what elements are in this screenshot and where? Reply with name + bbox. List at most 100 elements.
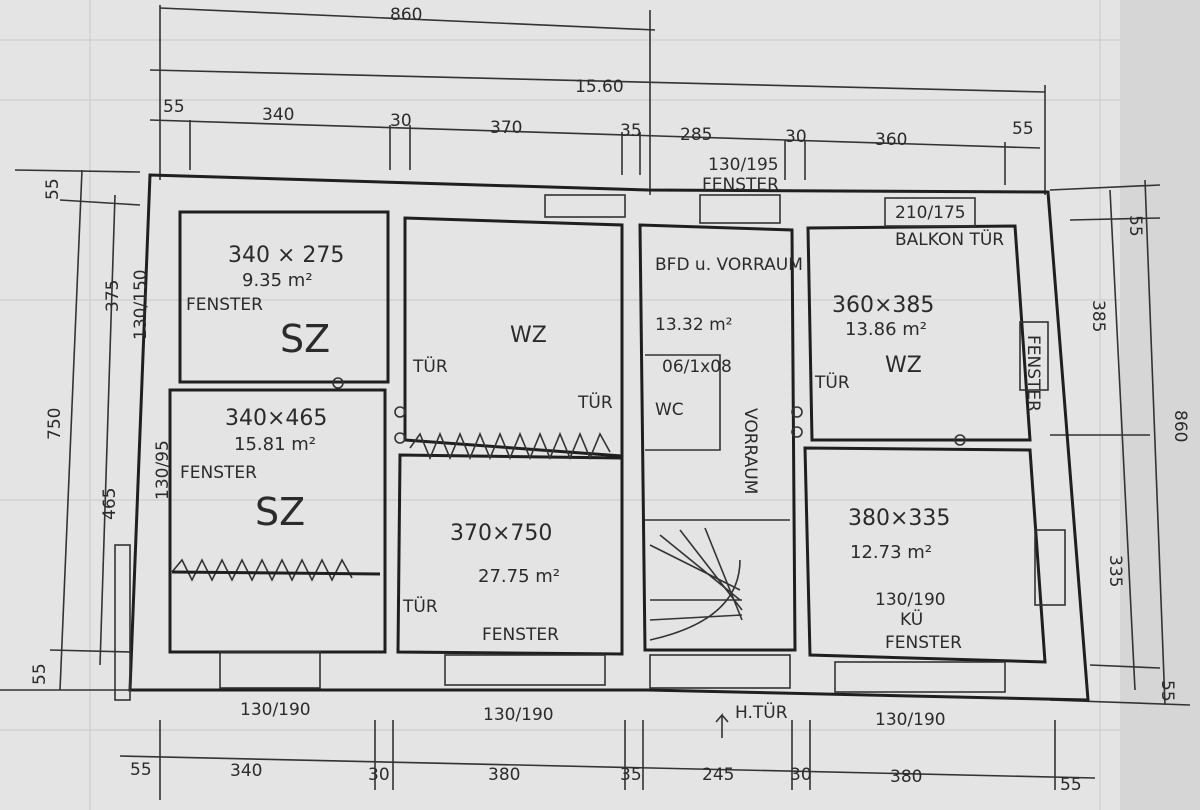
room-wz-right-door: BALKON TÜR xyxy=(895,228,1004,250)
wc-partition xyxy=(645,354,721,451)
main-door-frame xyxy=(649,654,791,689)
room-wz-right-size: 360×385 xyxy=(832,293,934,318)
room-wz-lower-walls xyxy=(396,453,624,656)
label-main-door: H.TÜR xyxy=(735,701,788,723)
room-wz-upper-name: WZ xyxy=(510,323,547,348)
room-wz-right-name: WZ xyxy=(885,353,922,378)
left-wall-hatch xyxy=(114,544,131,701)
window-bottom-sz xyxy=(219,651,321,689)
room-sz2-window: FENSTER xyxy=(180,463,257,483)
main-door-arrow-icon xyxy=(715,712,729,738)
dim-top-seg-5: 285 xyxy=(680,125,712,145)
room-wc-size: 06/1x08 xyxy=(662,357,732,377)
graph-paper-grid xyxy=(0,0,1120,810)
room-sz2-area: 15.81 m² xyxy=(234,434,316,455)
dim-right-total: 860 xyxy=(1170,410,1190,442)
label-door-1: TÜR xyxy=(412,355,448,377)
room-wz-lower-window: FENSTER xyxy=(482,625,559,645)
dim-top-seg-2: 30 xyxy=(390,111,412,131)
room-wz-lower-size: 370×750 xyxy=(450,521,552,546)
dim-left-lower: 465 xyxy=(100,488,120,520)
balcony-door-frame xyxy=(884,197,976,227)
dim-top-overall: 15.60 xyxy=(575,77,624,97)
door-hinge-1 xyxy=(332,377,344,389)
dim-top-total: 860 xyxy=(390,5,422,25)
room-bath-name: BFD u. VORRAUM xyxy=(655,255,803,275)
label-fenster-top-size: 130/195 xyxy=(708,155,779,175)
room-ku-window-size: 130/190 xyxy=(875,590,946,610)
dim-bottom-seg-2: 30 xyxy=(368,765,390,785)
room-sz2-size: 340×465 xyxy=(225,406,327,431)
dim-bottom-seg-7: 380 xyxy=(890,767,922,787)
window-top-bath xyxy=(699,194,781,224)
dim-right-top: 55 xyxy=(1125,215,1145,237)
bottom-dimension-lines xyxy=(119,720,1096,800)
dim-bottom-seg-8: 55 xyxy=(1060,775,1082,795)
window-bottom-ku xyxy=(834,661,1006,693)
room-sz2-window-size: 130/95 xyxy=(153,440,173,500)
label-bottom-window-3: 130/190 xyxy=(875,710,946,730)
room-wc-name: WC xyxy=(655,400,684,420)
door-hinge-3 xyxy=(394,432,406,444)
dim-top-seg-7: 360 xyxy=(875,130,907,150)
room-sz1-name: SZ xyxy=(280,317,330,361)
dim-bottom-seg-3: 380 xyxy=(488,765,520,785)
room-hall-name: VORRAUM xyxy=(740,408,760,494)
room-sz1-window-size: 130/150 xyxy=(131,269,151,340)
dim-top-seg-8: 55 xyxy=(1012,119,1034,139)
dim-bottom-seg-4: 35 xyxy=(620,765,642,785)
window-bottom-wz xyxy=(444,654,606,686)
staircase xyxy=(649,527,743,641)
label-bottom-window-1: 130/190 xyxy=(240,700,311,720)
room-ku-size: 380×335 xyxy=(848,506,950,531)
room-wz-right-area: 13.86 m² xyxy=(845,319,927,340)
right-dimension-lines xyxy=(1049,179,1191,706)
dim-bottom-seg-5: 245 xyxy=(702,765,734,785)
room-ku-walls xyxy=(803,446,1047,664)
dim-bottom-seg-1: 340 xyxy=(230,761,262,781)
room-ku-area: 12.73 m² xyxy=(850,542,932,563)
dim-bottom-seg-6: 30 xyxy=(790,765,812,785)
dim-top-seg-3: 370 xyxy=(490,118,522,138)
door-hinge-2 xyxy=(394,406,406,418)
left-dimension-lines xyxy=(0,169,141,691)
window-top-wz xyxy=(544,194,626,218)
label-door-3: TÜR xyxy=(814,371,850,393)
dim-left-bottom: 55 xyxy=(30,663,50,685)
label-fenster-top: FENSTER xyxy=(702,175,779,195)
paper-sheet xyxy=(0,0,1120,810)
room-bath-area: 13.32 m² xyxy=(655,315,732,335)
radiator-sz2 xyxy=(171,558,353,582)
room-bath-hall-walls xyxy=(638,223,797,652)
top-dimension-lines xyxy=(149,5,1046,195)
radiator-wz xyxy=(409,431,611,461)
room-ku-window: FENSTER xyxy=(885,633,962,653)
label-right-window: FENSTER xyxy=(1023,335,1043,412)
label-bottom-window-2: 130/190 xyxy=(483,705,554,725)
dim-left-top: 55 xyxy=(43,178,63,200)
room-sz1-window: FENSTER xyxy=(186,295,263,315)
dim-right-bottom: 55 xyxy=(1157,680,1177,702)
dim-left-total: 750 xyxy=(45,408,65,440)
window-right-ku xyxy=(1034,529,1066,606)
dim-right-lower: 335 xyxy=(1105,555,1125,587)
room-wz-upper-walls xyxy=(403,216,624,458)
dim-top-seg-1: 340 xyxy=(262,105,294,125)
door-hinge-6 xyxy=(954,434,966,446)
room-sz1-size: 340 × 275 xyxy=(228,243,344,268)
door-hinge-4 xyxy=(791,406,803,418)
room-wz-lower-area: 27.75 m² xyxy=(478,566,560,587)
radiator-sz2-wall xyxy=(171,570,381,576)
dim-top-seg-0: 55 xyxy=(163,97,185,117)
door-hinge-5 xyxy=(791,426,803,438)
dim-right-upper: 385 xyxy=(1088,300,1108,332)
dim-left-upper: 375 xyxy=(103,280,123,312)
room-sz1-area: 9.35 m² xyxy=(242,270,313,291)
room-sz2-name: SZ xyxy=(255,490,305,534)
room-wz-right-door-size: 210/175 xyxy=(895,203,966,223)
dim-top-seg-6: 30 xyxy=(785,127,807,147)
label-door-4: TÜR xyxy=(402,595,438,617)
dim-top-seg-4: 35 xyxy=(620,121,642,141)
label-door-2: TÜR xyxy=(577,391,613,413)
